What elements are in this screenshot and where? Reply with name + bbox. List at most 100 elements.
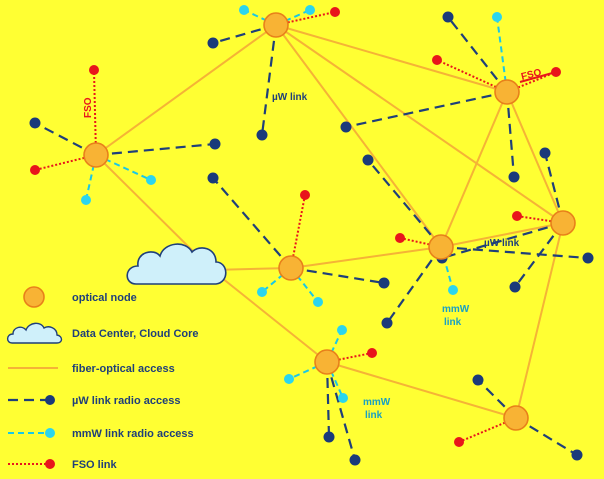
uw-link <box>345 90 508 129</box>
uw-endpoint <box>582 252 594 264</box>
fso-endpoint <box>454 437 464 447</box>
uw-endpoint <box>442 11 454 23</box>
fiber-link <box>275 24 508 93</box>
mmw-link <box>326 361 344 399</box>
uw-endpoint <box>362 154 374 166</box>
optical-node <box>503 405 529 431</box>
mmw-link-label-center-line1: mmW <box>442 304 470 315</box>
mmw-endpoint <box>492 12 502 22</box>
optical-node <box>83 142 109 168</box>
fso-endpoint <box>30 165 40 175</box>
legend-label: FSO link <box>72 459 118 471</box>
fso-endpoint <box>551 67 561 77</box>
uw-link-label-right: µW link <box>484 238 520 249</box>
legend-item-optical-node: optical node <box>23 286 137 308</box>
uw-link <box>212 23 277 45</box>
uw-link <box>440 245 589 260</box>
cloud-legend-icon <box>6 322 63 344</box>
fso-endpoint <box>367 348 377 358</box>
legend-item-cloud: Data Center, Cloud Core <box>6 322 199 344</box>
cloud-icon <box>126 243 227 285</box>
uw-endpoint <box>209 138 221 150</box>
mmw-endpoint <box>257 287 267 297</box>
mmw-link <box>440 246 454 291</box>
mmw-link <box>85 154 97 201</box>
legend-item-mmw: mmW link radio access <box>8 428 194 440</box>
uw-endpoint <box>571 449 583 461</box>
fiber-link <box>211 269 328 363</box>
uw-endpoint <box>207 172 219 184</box>
mmw-dot-icon <box>45 428 55 438</box>
uw-endpoint <box>323 431 335 443</box>
mmw-link <box>275 9 311 26</box>
mmw-endpoint <box>305 5 315 15</box>
uw-link <box>505 91 516 178</box>
fiber-link <box>95 24 277 156</box>
uw-link <box>367 159 442 248</box>
mmw-endpoint <box>313 297 323 307</box>
uw-endpoint <box>509 281 521 293</box>
fso-dot-icon <box>45 459 55 469</box>
uw-link <box>212 177 292 269</box>
uw-endpoint <box>381 317 393 329</box>
optical-node <box>278 255 304 281</box>
uw-link <box>441 221 564 260</box>
optical-node <box>494 79 520 105</box>
uw-link <box>515 417 578 456</box>
fso-endpoint <box>432 55 442 65</box>
legend-item-uw: µW link radio access <box>8 395 180 407</box>
optical-node <box>263 12 289 38</box>
uw-link <box>325 361 357 461</box>
uw-endpoint <box>207 37 219 49</box>
mmw-endpoint <box>239 5 249 15</box>
mmw-link <box>261 267 292 293</box>
legend-label: fiber-optical access <box>72 363 175 375</box>
fso-link <box>436 59 508 93</box>
optical-node-icon <box>23 286 45 308</box>
optical-node <box>314 349 340 375</box>
fiber-link <box>275 24 442 248</box>
fso-endpoint <box>330 7 340 17</box>
uw-endpoint <box>349 454 361 466</box>
fiber-link <box>506 91 564 224</box>
fso-link-solid <box>519 71 557 83</box>
legend: optical node Data Center, Cloud Core fib… <box>6 286 199 471</box>
mmw-endpoint <box>338 393 348 403</box>
mmw-endpoint <box>81 195 91 205</box>
legend-label: optical node <box>72 292 137 304</box>
mmw-endpoint <box>146 175 156 185</box>
fso-endpoint <box>300 190 310 200</box>
mmw-link <box>290 267 319 303</box>
fso-endpoint <box>395 233 405 243</box>
fso-endpoint <box>89 65 99 75</box>
fso-endpoint <box>512 211 522 221</box>
uw-endpoint <box>378 277 390 289</box>
uw-link-label-top: µW link <box>272 92 308 103</box>
uw-link <box>34 122 97 156</box>
endpoints <box>29 5 594 466</box>
mmw-link-label-lower-line2: link <box>365 410 383 421</box>
uw-link <box>325 361 331 438</box>
mmw-link <box>288 361 328 380</box>
uw-endpoint <box>508 171 520 183</box>
legend-item-fiber: fiber-optical access <box>8 363 175 375</box>
uw-endpoint <box>256 129 268 141</box>
uw-link <box>95 142 216 157</box>
uw-link <box>260 24 278 136</box>
fso-link <box>34 154 97 171</box>
optical-nodes <box>83 12 576 431</box>
fso-link <box>399 237 442 248</box>
uw-dot-icon <box>45 395 55 405</box>
uw-endpoint <box>29 117 41 129</box>
legend-label: mmW link radio access <box>72 428 194 440</box>
uw-endpoint <box>340 121 352 133</box>
fiber-link <box>275 24 564 224</box>
mmw-endpoint <box>284 374 294 384</box>
legend-label: µW link radio access <box>72 395 180 407</box>
fso-label-right: FSO <box>520 67 543 83</box>
fiber-link <box>440 222 564 248</box>
uw-endpoint <box>539 147 551 159</box>
uw-links <box>34 16 589 461</box>
mmw-endpoint <box>448 285 458 295</box>
